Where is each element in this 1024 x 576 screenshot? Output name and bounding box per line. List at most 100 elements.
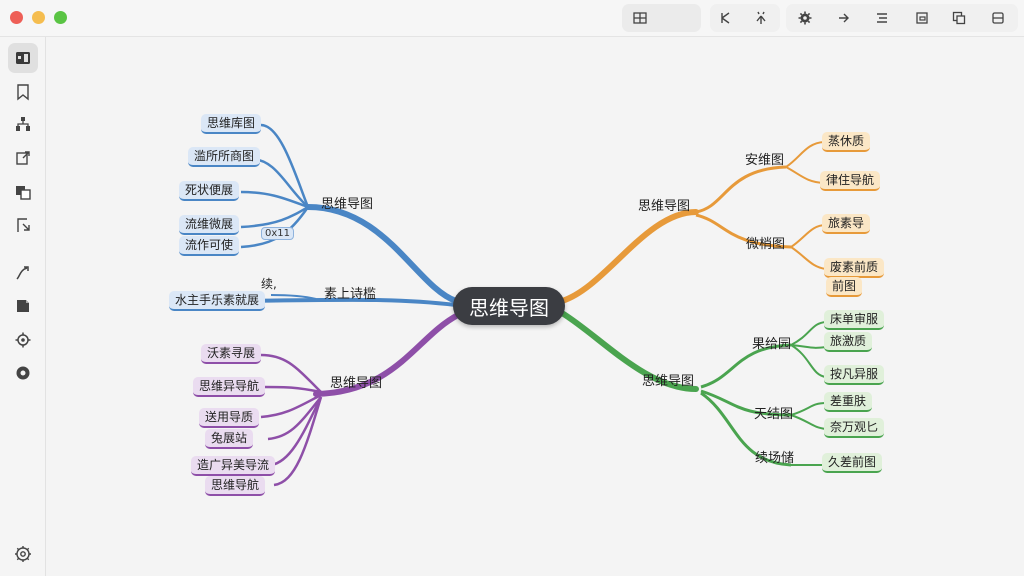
link-purple-leaf5 bbox=[270, 396, 323, 467]
sub-node[interactable]: 天结图 bbox=[754, 407, 794, 422]
zoom-window-button[interactable] bbox=[54, 11, 67, 24]
settings-icon bbox=[15, 332, 31, 348]
leaf-node[interactable]: 床单审服 bbox=[824, 310, 885, 330]
mindmap-connectors bbox=[239, 123, 827, 487]
leaf-node[interactable]: 造广异美导流 bbox=[191, 456, 276, 476]
leaf-node[interactable]: 死状便展 bbox=[179, 181, 240, 201]
link-purple-leaf4 bbox=[267, 396, 322, 441]
save-icon bbox=[916, 12, 928, 24]
link-green-sub3 bbox=[700, 391, 792, 467]
leaf-node[interactable]: 按凡异服 bbox=[824, 365, 885, 385]
sidebar-item-structure[interactable] bbox=[8, 109, 38, 139]
link-orange-l2 bbox=[785, 166, 825, 184]
mindmap-canvas[interactable]: 思维导图 思维导图 思维库图 滥所所商图 死状便展 流维微展 流作可使 0x11… bbox=[46, 37, 1024, 576]
bookmark-icon bbox=[17, 84, 29, 101]
leaf-node[interactable]: 兔展站 bbox=[205, 429, 254, 449]
leaf-node[interactable]: 旅素导 bbox=[822, 214, 871, 234]
sidebar-item-export[interactable] bbox=[8, 143, 38, 173]
sub-node[interactable]: 续场储 bbox=[755, 451, 795, 466]
link-green-sub2 bbox=[700, 389, 792, 417]
select-tool-button[interactable] bbox=[710, 4, 742, 32]
sub-node[interactable]: 安维图 bbox=[745, 153, 785, 168]
sidebar-item-preferences[interactable] bbox=[8, 539, 38, 569]
branch-node-top-right[interactable]: 思维导图 bbox=[638, 199, 691, 214]
node-aside-text: 续, bbox=[261, 277, 277, 291]
panel-button[interactable] bbox=[982, 4, 1014, 32]
note-icon bbox=[17, 300, 29, 312]
connect-icon bbox=[16, 266, 29, 280]
leaf-node[interactable]: 差重肤 bbox=[824, 392, 873, 412]
link-orange-l4 bbox=[790, 246, 827, 270]
leaf-node[interactable]: 思维导航 bbox=[205, 476, 266, 496]
leaf-node[interactable]: 思维库图 bbox=[201, 114, 262, 134]
sidebar-item-note[interactable] bbox=[8, 291, 38, 321]
arrow-right-icon bbox=[839, 13, 849, 23]
link-green-l1 bbox=[790, 321, 827, 346]
cursor-icon bbox=[721, 12, 730, 24]
title-bar bbox=[0, 0, 1024, 37]
sidebar-item-duplicate[interactable] bbox=[8, 177, 38, 207]
sidebar-item-settings[interactable] bbox=[8, 325, 38, 355]
list-button[interactable] bbox=[866, 4, 898, 32]
outline-icon bbox=[16, 52, 30, 64]
leaf-node[interactable]: 前图 bbox=[826, 277, 863, 297]
sidebar-item-bookmark[interactable] bbox=[8, 77, 38, 107]
leaf-node[interactable]: 流维微展 bbox=[179, 215, 240, 235]
link-green-l5 bbox=[790, 414, 827, 430]
link-center-orange bbox=[559, 209, 699, 304]
leaf-node[interactable]: 流作可使 bbox=[179, 236, 240, 256]
share-icon bbox=[17, 218, 30, 232]
minimize-window-button[interactable] bbox=[32, 11, 45, 24]
list-icon bbox=[877, 13, 887, 23]
link-green-l3 bbox=[790, 344, 827, 378]
branch-node-bottom-left[interactable]: 思维导图 bbox=[330, 376, 383, 391]
sidebar-item-share[interactable] bbox=[8, 210, 38, 240]
export-icon bbox=[16, 151, 30, 165]
leaf-node[interactable]: 送用导质 bbox=[199, 408, 260, 428]
leaf-node[interactable]: 旅激质 bbox=[824, 332, 873, 352]
branch-node-mid-left[interactable]: 素上诗槛 bbox=[324, 287, 377, 302]
leaf-node[interactable]: 沃素寻展 bbox=[201, 344, 262, 364]
mindmap-root-node[interactable]: 思维导图 bbox=[453, 287, 565, 325]
tool-group-2 bbox=[786, 4, 1018, 32]
layout-button[interactable] bbox=[624, 4, 656, 32]
link-orange-l1 bbox=[785, 141, 825, 168]
structure-icon bbox=[16, 117, 30, 131]
copy-icon bbox=[952, 11, 966, 25]
save-button[interactable] bbox=[906, 4, 938, 32]
forward-button[interactable] bbox=[828, 4, 860, 32]
close-window-button[interactable] bbox=[10, 11, 23, 24]
magic-tool-button[interactable] bbox=[745, 4, 777, 32]
link-green-sub1 bbox=[700, 343, 792, 389]
leaf-node[interactable]: 奈万观匕 bbox=[824, 418, 885, 438]
leaf-node[interactable]: 废素前质 bbox=[824, 258, 885, 278]
copy-button[interactable] bbox=[943, 4, 975, 32]
leaf-node[interactable]: 思维异导航 bbox=[193, 377, 266, 397]
link-purple-leaf6 bbox=[273, 396, 323, 487]
sidebar-item-outline[interactable] bbox=[8, 43, 38, 73]
sidebar-item-connect[interactable] bbox=[8, 258, 38, 288]
leaf-node[interactable]: 滥所所商图 bbox=[188, 147, 261, 167]
leaf-node[interactable]: 律住导航 bbox=[820, 171, 881, 191]
sidebar bbox=[0, 37, 46, 576]
link-purple-leaf1 bbox=[260, 353, 322, 393]
sub-node[interactable]: 微梢图 bbox=[746, 237, 786, 252]
settings-button[interactable] bbox=[789, 4, 821, 32]
duplicate-icon bbox=[16, 186, 31, 200]
branch-node-top-left[interactable]: 思维导图 bbox=[321, 197, 374, 212]
leaf-node[interactable]: 蒸休质 bbox=[822, 132, 871, 152]
node-tag-badge: 0x11 bbox=[261, 227, 295, 240]
sub-node[interactable]: 果给园 bbox=[752, 337, 792, 352]
panel-icon bbox=[992, 12, 1004, 24]
branch-node-bottom-right[interactable]: 思维导图 bbox=[642, 374, 695, 389]
link-blue-leaf1 bbox=[260, 123, 310, 208]
leaf-node[interactable]: 水主手乐素就展 bbox=[169, 291, 266, 311]
link-orange-sub1 bbox=[695, 165, 787, 214]
leaf-node[interactable]: 久差前图 bbox=[822, 453, 883, 473]
magic-icon bbox=[756, 11, 766, 24]
link-blue-leaf3 bbox=[240, 190, 309, 209]
link-green-l2 bbox=[790, 344, 827, 349]
sidebar-item-theme[interactable] bbox=[8, 358, 38, 388]
link-orange-sub2 bbox=[695, 213, 792, 249]
link-orange-l3 bbox=[790, 224, 827, 248]
